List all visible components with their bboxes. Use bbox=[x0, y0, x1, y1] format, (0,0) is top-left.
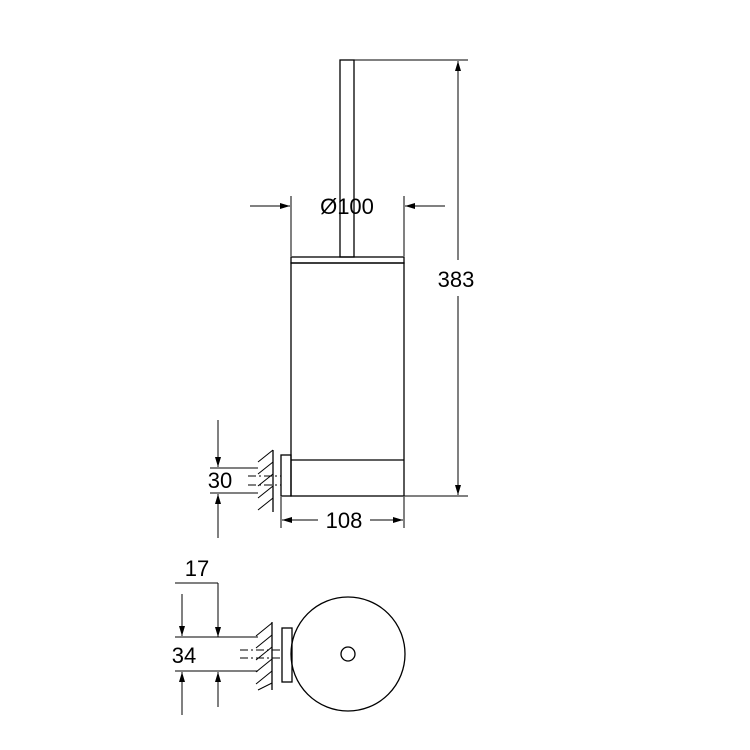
bracket-spacing-dimension: 34 bbox=[172, 636, 258, 715]
bracket-height-dimension: 30 bbox=[208, 420, 258, 538]
diameter-label: Ø100 bbox=[320, 194, 374, 219]
bracket-spacing-label: 34 bbox=[172, 643, 196, 668]
holder-lid bbox=[290, 256, 405, 264]
wall-bracket-front bbox=[248, 449, 292, 512]
top-view bbox=[240, 596, 406, 712]
handle-hole bbox=[340, 646, 356, 662]
wall-bracket-top bbox=[240, 622, 293, 691]
holder-circle bbox=[290, 596, 406, 712]
diameter-dimension: Ø100 bbox=[250, 194, 445, 256]
height-label: 383 bbox=[438, 267, 475, 292]
front-view bbox=[248, 59, 405, 512]
brush-handle bbox=[339, 59, 355, 258]
width-dimension: 108 bbox=[280, 497, 405, 533]
bracket-height-label: 30 bbox=[208, 468, 232, 493]
wall-offset-label: 17 bbox=[185, 556, 209, 581]
height-dimension: 383 bbox=[354, 59, 475, 497]
width-label: 108 bbox=[326, 508, 363, 533]
holder-body bbox=[290, 262, 405, 497]
wall-offset-dimension: 17 bbox=[175, 556, 221, 637]
